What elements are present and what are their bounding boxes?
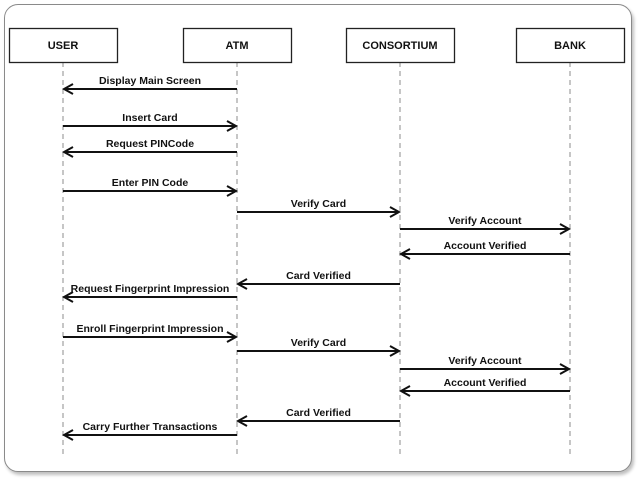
message-label: Request Fingerprint Impression xyxy=(71,283,230,295)
participant-box-bank xyxy=(515,27,626,64)
participant-box-consortium xyxy=(345,27,456,64)
slide-frame xyxy=(4,4,632,472)
message-label: Account Verified xyxy=(444,240,527,252)
participant-box-atm xyxy=(182,27,293,64)
message-label: Enter PIN Code xyxy=(112,177,189,189)
participant-box-user xyxy=(8,27,119,64)
message-label: Request PINCode xyxy=(106,138,194,150)
message-label: Carry Further Transactions xyxy=(83,421,218,433)
participant-label-consortium: CONSORTIUM xyxy=(362,40,437,52)
message-label: Verify Account xyxy=(448,355,522,367)
message-label: Card Verified xyxy=(286,270,351,282)
message-label: Display Main Screen xyxy=(99,75,201,87)
participant-label-user: USER xyxy=(48,40,79,52)
participant-label-atm: ATM xyxy=(225,40,248,52)
participant-label-bank: BANK xyxy=(554,40,586,52)
message-label: Verify Card xyxy=(291,337,346,349)
message-label: Verify Card xyxy=(291,198,346,210)
message-label: Enroll Fingerprint Impression xyxy=(76,323,223,335)
message-label: Card Verified xyxy=(286,407,351,419)
message-label: Insert Card xyxy=(122,112,177,124)
message-label: Account Verified xyxy=(444,377,527,389)
message-label: Verify Account xyxy=(448,215,522,227)
